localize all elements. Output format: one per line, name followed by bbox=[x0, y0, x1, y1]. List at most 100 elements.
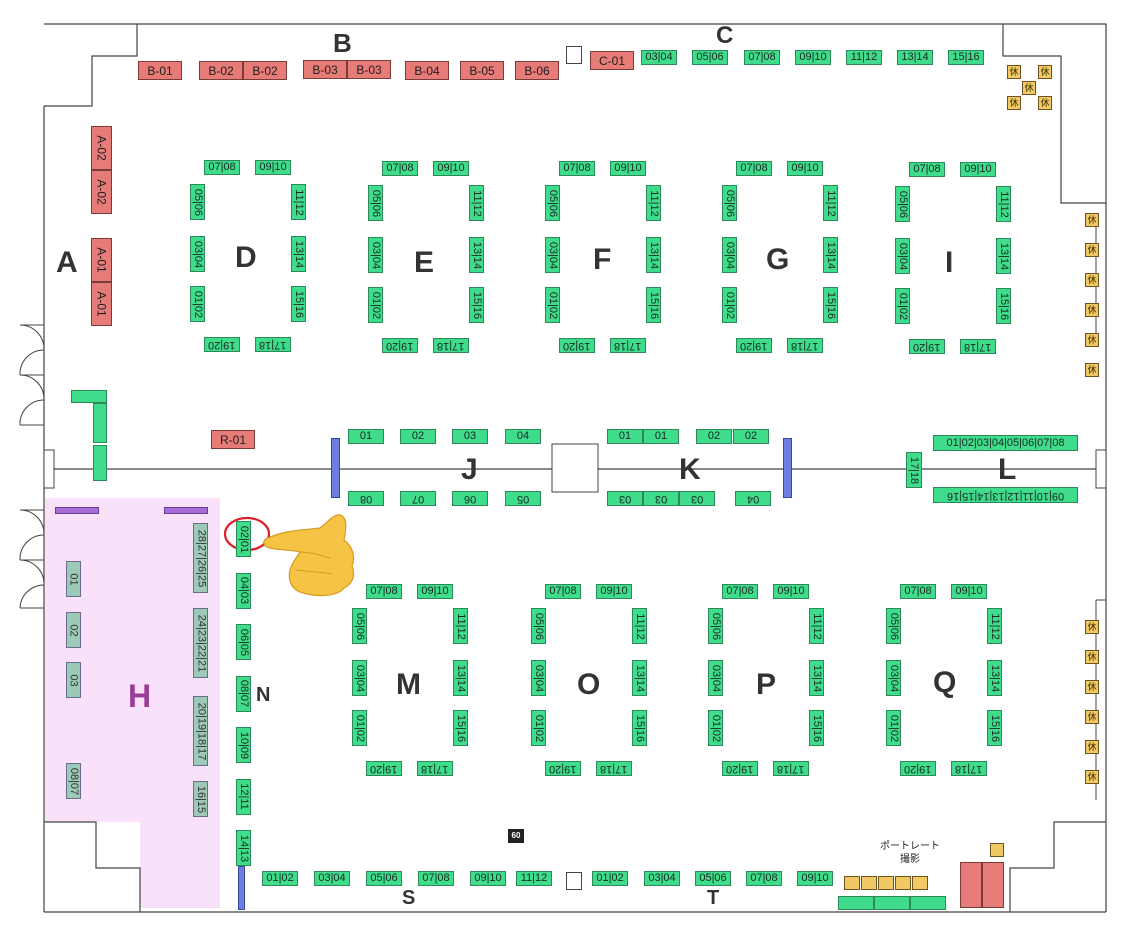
booth-d-05|06[interactable]: 05|06 bbox=[190, 184, 205, 220]
booth-s-11-12[interactable]: 11|12 bbox=[516, 871, 552, 886]
booth-f-01|02[interactable]: 01|02 bbox=[545, 287, 560, 323]
booth-l-bottom[interactable]: 09|10|11|12|13|14|15|16 bbox=[933, 487, 1078, 503]
booth-k-bottom-1[interactable]: 03 bbox=[607, 491, 643, 506]
booth-d-09|10[interactable]: 09|10 bbox=[255, 160, 291, 175]
booth-b-03-2[interactable]: B-03 bbox=[347, 60, 391, 79]
booth-i-17|18[interactable]: 17|18 bbox=[960, 339, 996, 354]
booth-m-13|14[interactable]: 13|14 bbox=[453, 660, 468, 696]
booth-r-01[interactable]: R-01 bbox=[211, 430, 255, 449]
booth-d-01|02[interactable]: 01|02 bbox=[190, 286, 205, 322]
booth-d-03|04[interactable]: 03|04 bbox=[190, 236, 205, 272]
booth-n-04-03[interactable]: 04|03 bbox=[236, 572, 251, 609]
booth-h-28[interactable]: 28|27|26|25 bbox=[193, 523, 208, 593]
booth-p-15|16[interactable]: 15|16 bbox=[809, 710, 824, 746]
booth-m-17|18[interactable]: 17|18 bbox=[417, 761, 453, 776]
booth-g-19|20[interactable]: 19|20 bbox=[736, 338, 772, 353]
booth-g-13|14[interactable]: 13|14 bbox=[823, 237, 838, 273]
booth-m-15|16[interactable]: 15|16 bbox=[453, 710, 468, 746]
booth-e-05|06[interactable]: 05|06 bbox=[368, 185, 383, 221]
booth-s-01-02[interactable]: 01|02 bbox=[262, 871, 298, 886]
booth-n-10-09[interactable]: 10|09 bbox=[236, 727, 251, 763]
booth-h-16[interactable]: 16|15 bbox=[193, 781, 208, 817]
booth-n-02-01[interactable]: 02|01 bbox=[236, 521, 251, 557]
booth-t-05-06[interactable]: 05|06 bbox=[695, 871, 731, 886]
booth-f-07|08[interactable]: 07|08 bbox=[559, 161, 595, 176]
booth-t-01-02[interactable]: 01|02 bbox=[592, 871, 628, 886]
booth-m-19|20[interactable]: 19|20 bbox=[366, 761, 402, 776]
booth-c-01[interactable]: C-01 bbox=[590, 51, 634, 70]
booth-q-13|14[interactable]: 13|14 bbox=[987, 660, 1002, 696]
booth-e-09|10[interactable]: 09|10 bbox=[433, 161, 469, 176]
booth-b-01[interactable]: B-01 bbox=[138, 61, 182, 80]
booth-j-top-04[interactable]: 04 bbox=[505, 429, 541, 444]
booth-s-07-08[interactable]: 07|08 bbox=[418, 871, 454, 886]
booth-m-03|04[interactable]: 03|04 bbox=[352, 660, 367, 696]
booth-e-17|18[interactable]: 17|18 bbox=[433, 338, 469, 353]
booth-f-11|12[interactable]: 11|12 bbox=[646, 185, 661, 221]
booth-k-bottom-4[interactable]: 04 bbox=[735, 491, 771, 506]
booth-e-03|04[interactable]: 03|04 bbox=[368, 237, 383, 273]
booth-g-01|02[interactable]: 01|02 bbox=[722, 287, 737, 323]
booth-e-19|20[interactable]: 19|20 bbox=[382, 338, 418, 353]
booth-i-03|04[interactable]: 03|04 bbox=[895, 238, 910, 274]
booth-h-02[interactable]: 02 bbox=[66, 612, 81, 648]
booth-g-15|16[interactable]: 15|16 bbox=[823, 287, 838, 323]
booth-c-11-12[interactable]: 11|12 bbox=[846, 50, 882, 65]
booth-j-bottom-08[interactable]: 08 bbox=[348, 491, 384, 506]
booth-p-01|02[interactable]: 01|02 bbox=[708, 710, 723, 746]
booth-o-09|10[interactable]: 09|10 bbox=[596, 584, 632, 599]
booth-p-19|20[interactable]: 19|20 bbox=[722, 761, 758, 776]
booth-q-17|18[interactable]: 17|18 bbox=[951, 761, 987, 776]
booth-c-05-06[interactable]: 05|06 bbox=[692, 50, 728, 65]
booth-f-19|20[interactable]: 19|20 bbox=[559, 338, 595, 353]
booth-q-05|06[interactable]: 05|06 bbox=[886, 608, 901, 644]
booth-p-07|08[interactable]: 07|08 bbox=[722, 584, 758, 599]
booth-p-11|12[interactable]: 11|12 bbox=[809, 608, 824, 644]
booth-i-13|14[interactable]: 13|14 bbox=[996, 238, 1011, 274]
booth-h-01[interactable]: 01 bbox=[66, 561, 81, 597]
booth-m-05|06[interactable]: 05|06 bbox=[352, 608, 367, 644]
booth-c-03-04[interactable]: 03|04 bbox=[641, 50, 677, 65]
booth-a-02-2[interactable]: A-02 bbox=[91, 170, 112, 214]
booth-e-07|08[interactable]: 07|08 bbox=[382, 161, 418, 176]
booth-n-12-11[interactable]: 12|11 bbox=[236, 778, 251, 815]
booth-l-side[interactable]: 17|18 bbox=[906, 452, 922, 488]
booth-b-04[interactable]: B-04 bbox=[405, 61, 449, 80]
booth-o-03|04[interactable]: 03|04 bbox=[531, 660, 546, 696]
booth-p-09|10[interactable]: 09|10 bbox=[773, 584, 809, 599]
booth-o-17|18[interactable]: 17|18 bbox=[596, 761, 632, 776]
booth-f-17|18[interactable]: 17|18 bbox=[610, 338, 646, 353]
booth-p-13|14[interactable]: 13|14 bbox=[809, 660, 824, 696]
booth-a-01-2[interactable]: A-01 bbox=[91, 282, 112, 326]
booth-k-top-2[interactable]: 01 bbox=[643, 429, 679, 444]
booth-o-15|16[interactable]: 15|16 bbox=[632, 710, 647, 746]
booth-k-bottom-2[interactable]: 03 bbox=[643, 491, 679, 506]
booth-d-13|14[interactable]: 13|14 bbox=[291, 236, 306, 272]
booth-m-09|10[interactable]: 09|10 bbox=[417, 584, 453, 599]
booth-c-15-16[interactable]: 15|16 bbox=[948, 50, 984, 65]
booth-s-05-06[interactable]: 05|06 bbox=[366, 871, 402, 886]
booth-p-03|04[interactable]: 03|04 bbox=[708, 660, 723, 696]
booth-k-bottom-3[interactable]: 03 bbox=[679, 491, 715, 506]
booth-d-11|12[interactable]: 11|12 bbox=[291, 184, 306, 220]
booth-f-03|04[interactable]: 03|04 bbox=[545, 237, 560, 273]
booth-q-03|04[interactable]: 03|04 bbox=[886, 660, 901, 696]
booth-t-09-10[interactable]: 09|10 bbox=[797, 871, 833, 886]
booth-n-08-07[interactable]: 08|07 bbox=[236, 675, 251, 712]
booth-i-07|08[interactable]: 07|08 bbox=[909, 162, 945, 177]
booth-b-02-1[interactable]: B-02 bbox=[199, 61, 243, 80]
booth-j-bottom-06[interactable]: 06 bbox=[452, 491, 488, 506]
booth-o-01|02[interactable]: 01|02 bbox=[531, 710, 546, 746]
booth-e-01|02[interactable]: 01|02 bbox=[368, 287, 383, 323]
booth-d-17|18[interactable]: 17|18 bbox=[255, 337, 291, 352]
booth-i-11|12[interactable]: 11|12 bbox=[996, 186, 1011, 222]
booth-t-07-08[interactable]: 07|08 bbox=[746, 871, 782, 886]
booth-f-13|14[interactable]: 13|14 bbox=[646, 237, 661, 273]
booth-i-15|16[interactable]: 15|16 bbox=[996, 288, 1011, 324]
booth-i-09|10[interactable]: 09|10 bbox=[960, 162, 996, 177]
booth-s-09-10[interactable]: 09|10 bbox=[470, 871, 506, 886]
booth-k-top-1[interactable]: 01 bbox=[607, 429, 643, 444]
booth-j-top-02[interactable]: 02 bbox=[400, 429, 436, 444]
booth-a-02-1[interactable]: A-02 bbox=[91, 126, 112, 170]
booth-j-top-01[interactable]: 01 bbox=[348, 429, 384, 444]
